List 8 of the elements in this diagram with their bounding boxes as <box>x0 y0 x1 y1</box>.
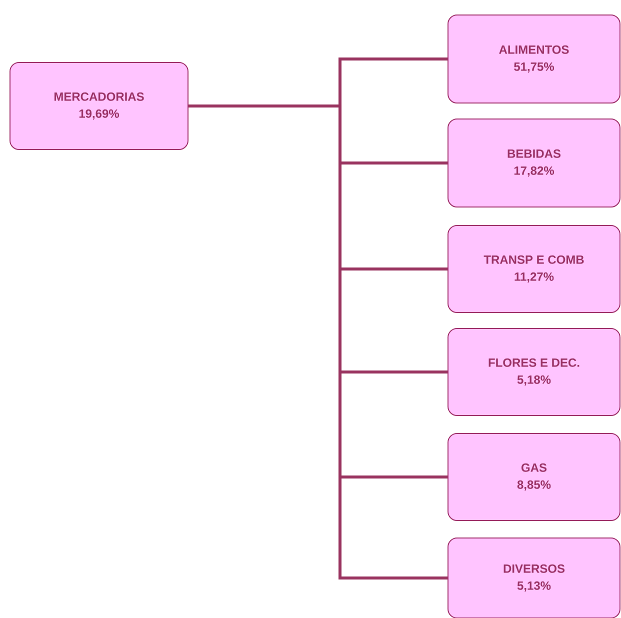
category-box: FLORES E DEC. 5,18% <box>448 328 620 416</box>
category-box: DIVERSOS 5,13% <box>448 538 620 618</box>
category-box: MERCADORIAS 19,69% <box>10 62 188 150</box>
category-box: ALIMENTOS 51,75% <box>448 14 620 104</box>
category-box: TRANSP E COMB 11,27% <box>448 225 620 313</box>
category-box: BEBIDAS 17,82% <box>448 118 620 208</box>
category-box: GAS 8,85% <box>448 433 620 521</box>
connector-line <box>188 104 448 580</box>
